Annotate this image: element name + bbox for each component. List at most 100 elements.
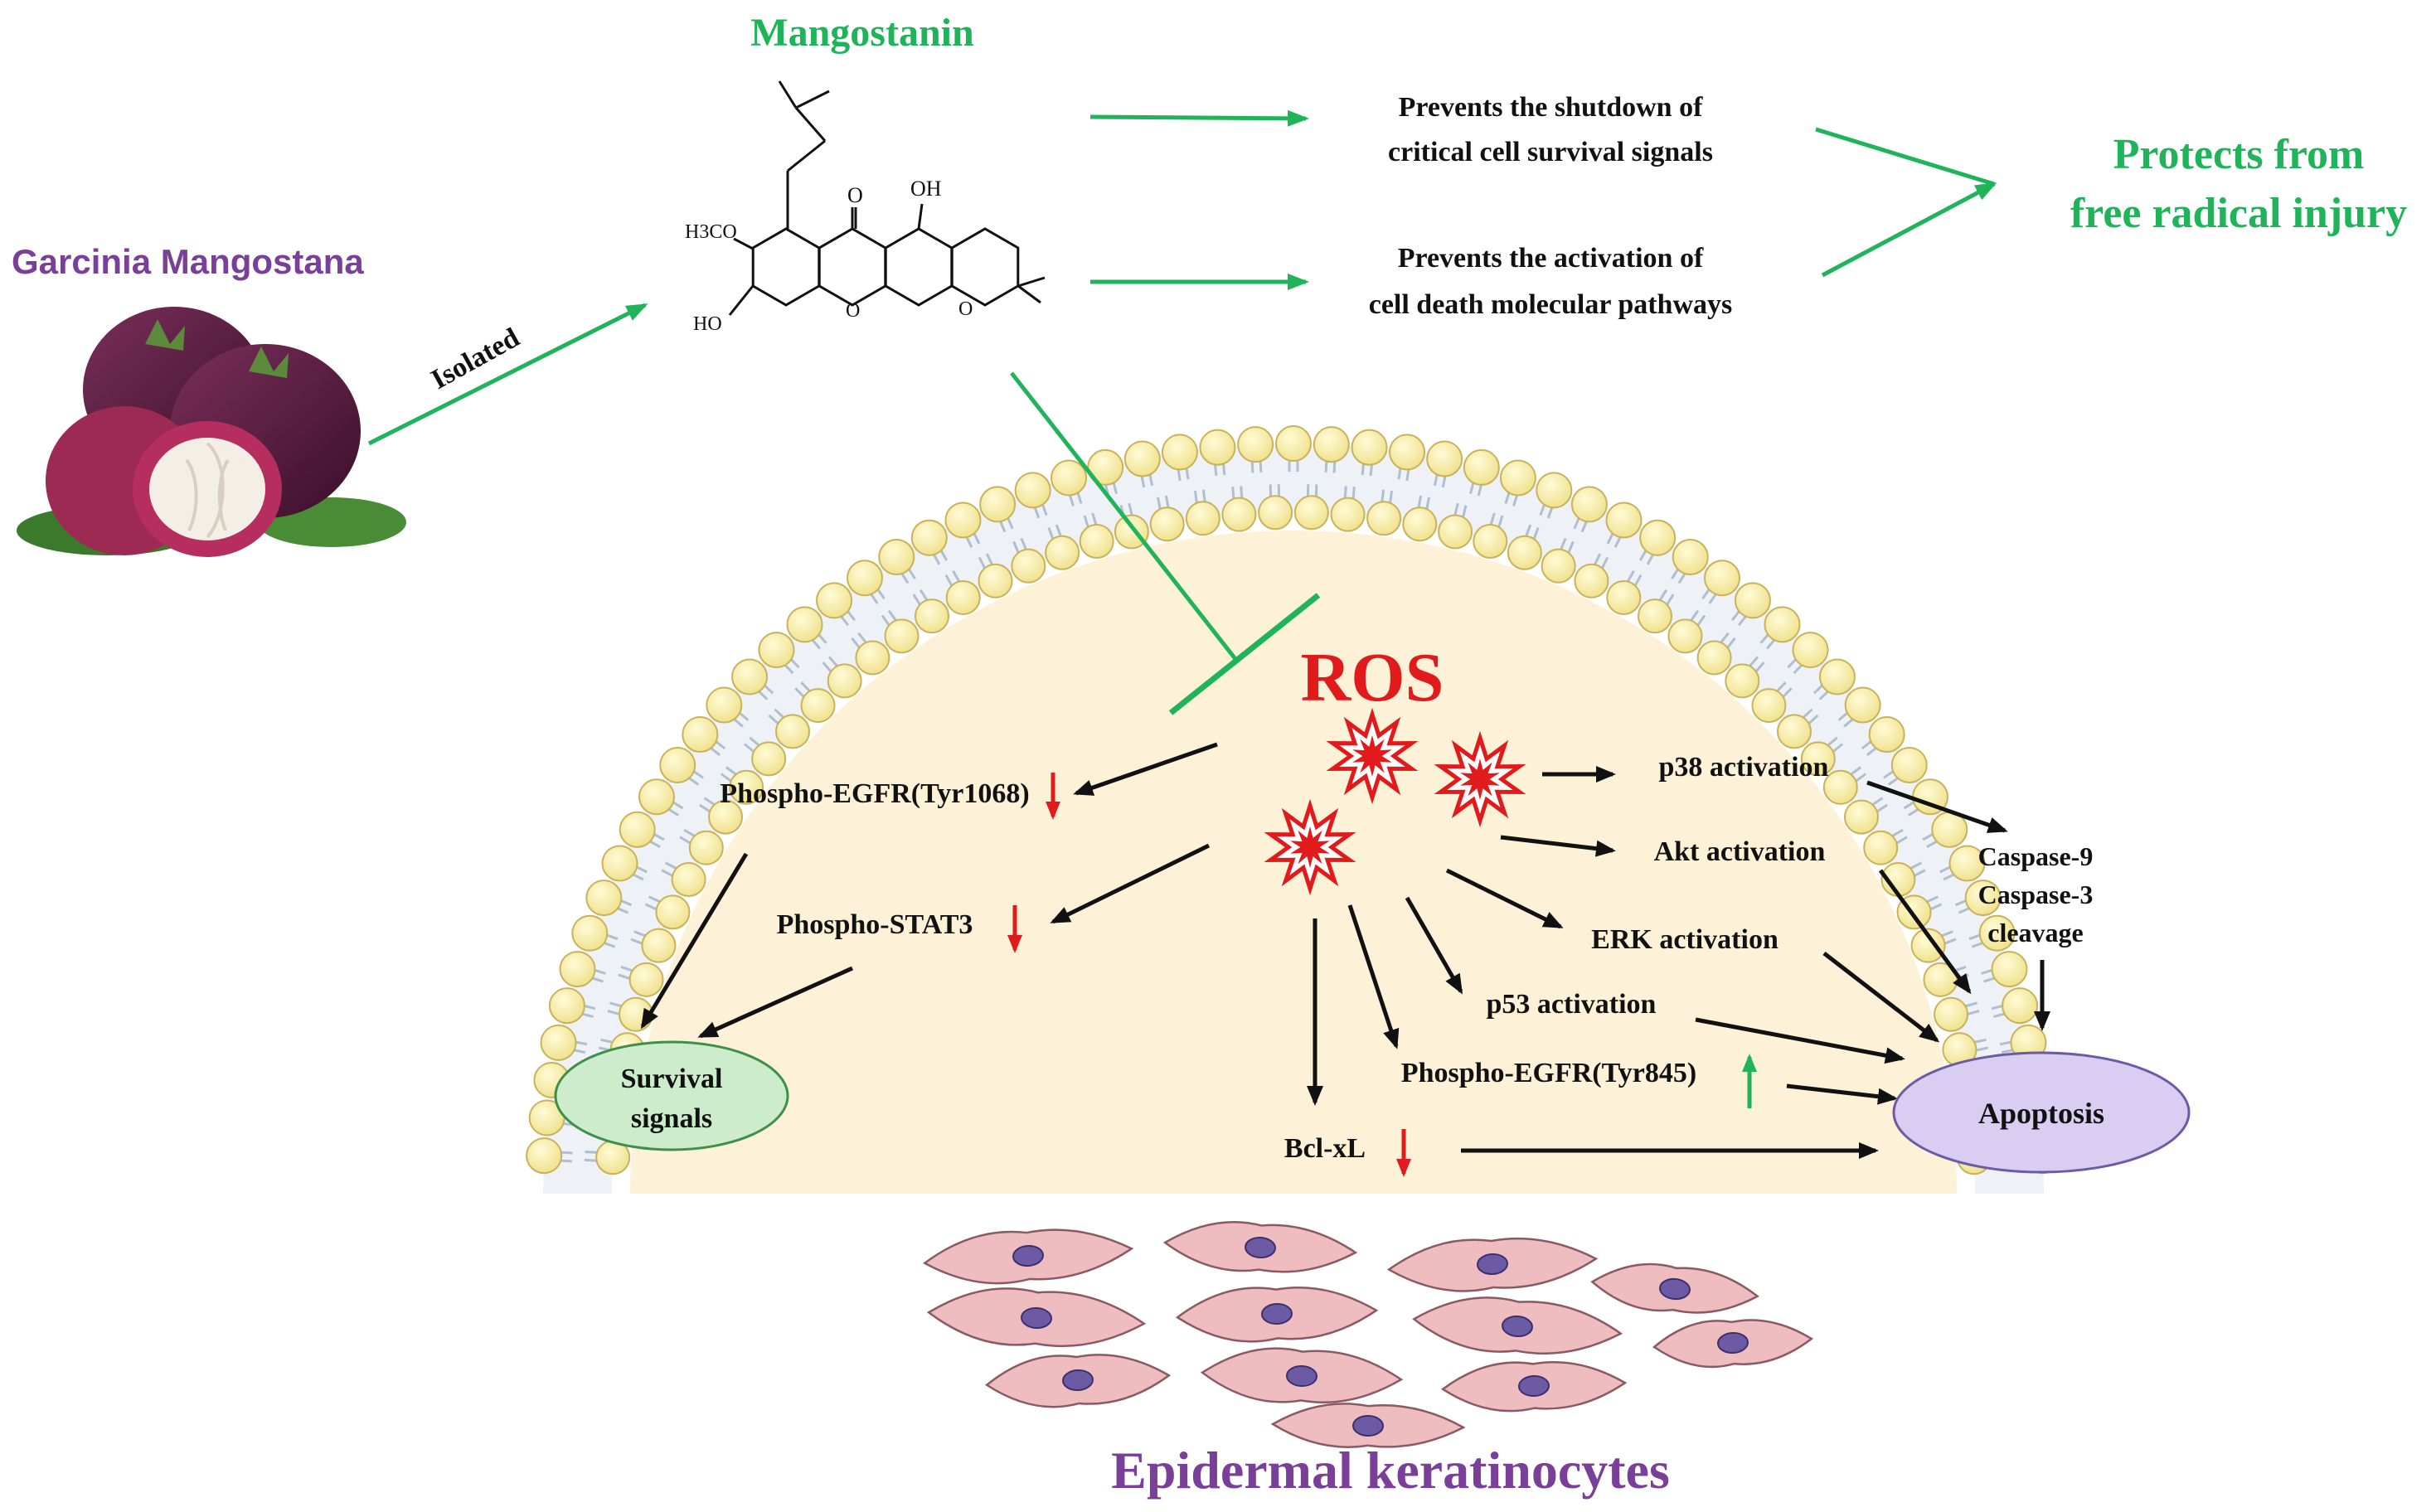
lipid-head	[1948, 845, 1986, 882]
lipid-head	[1473, 523, 1508, 559]
survival-signals-node: Survival signals	[554, 1040, 789, 1151]
lipid-head	[1221, 497, 1257, 532]
caspase-line3: cleavage	[1987, 918, 2084, 947]
lipid-head	[526, 1137, 563, 1175]
ros-burst-icon	[1434, 730, 1526, 828]
akt-label: Akt activation	[1654, 836, 1826, 867]
lipid-head	[1800, 741, 1836, 777]
lipid-head	[1499, 459, 1536, 497]
nucleus	[1261, 1302, 1293, 1325]
lipid-head	[855, 640, 890, 676]
effect2-line2: cell death molecular pathways	[1369, 289, 1733, 320]
lipid-head	[628, 962, 664, 997]
keratinocyte-cell	[1590, 1262, 1759, 1314]
outcome-line1: Protects from	[2113, 131, 2365, 178]
converge-line-bottom	[1821, 182, 1997, 278]
effect1-line2: critical cell survival signals	[1388, 137, 1713, 167]
ros-bursts	[1264, 707, 1526, 896]
egfr1068-to-survival	[640, 852, 749, 1030]
lipid-head	[1351, 429, 1388, 466]
lipid-head	[688, 830, 724, 865]
p38-to-caspase	[1866, 780, 2008, 833]
lipid-head	[945, 579, 981, 615]
mol-oh-top: OH	[910, 177, 942, 201]
lipid-head	[1161, 434, 1198, 471]
lipid-head	[655, 894, 691, 930]
caspase-line2: Caspase-3	[1978, 880, 2094, 909]
lipid-head	[671, 861, 706, 897]
converge-line-top	[1815, 127, 1995, 187]
lipid-head	[847, 560, 884, 597]
caspase-line1: Caspase-9	[1978, 841, 2094, 871]
lipid-head	[914, 598, 949, 634]
isolated-arrow	[367, 303, 648, 446]
lipid-head	[1764, 606, 1801, 643]
lipid-head	[548, 987, 585, 1025]
keratinocyte-cell	[1270, 1403, 1466, 1448]
apoptosis-node: Apoptosis	[1892, 1051, 2191, 1174]
nucleus	[1518, 1374, 1550, 1398]
lipid-head	[751, 741, 787, 777]
akt-to-apoptosis	[1878, 869, 1972, 995]
lipid-head	[1258, 495, 1293, 531]
lipid-head	[944, 502, 982, 539]
lipid-head	[1438, 514, 1473, 550]
lipid-head	[1863, 830, 1899, 865]
ros-to-akt	[1500, 835, 1616, 857]
lipid-head	[1639, 519, 1677, 556]
nucleus	[1352, 1414, 1384, 1437]
lipid-head	[1570, 486, 1608, 523]
lipid-head	[1606, 579, 1642, 615]
lipid-head	[1011, 548, 1046, 584]
stat3-label: Phospho-STAT3	[777, 909, 973, 940]
egfr845-to-apoptosis	[1786, 1083, 1898, 1105]
ros-burst-icon	[1264, 798, 1356, 896]
nucleus	[1502, 1315, 1533, 1338]
lipid-head	[1667, 618, 1703, 654]
lipid-head	[729, 769, 764, 805]
lipid-head	[1725, 663, 1760, 699]
lipid-head	[1079, 523, 1114, 559]
lipid-head	[2002, 987, 2039, 1025]
lipid-head	[1703, 560, 1740, 597]
lipid-head	[1045, 535, 1080, 570]
ros-to-egfr845	[1347, 904, 1400, 1049]
keratinocyte-cell	[926, 1287, 1147, 1348]
lipid-head	[1672, 538, 1709, 575]
nucleus	[1717, 1331, 1749, 1354]
lipid-head	[1844, 686, 1881, 724]
bclxl-label: Bcl-xL	[1284, 1133, 1366, 1164]
keratinocytes-label: Epidermal keratinocytes	[1111, 1441, 1670, 1500]
lipid-head	[641, 928, 677, 963]
lipid-head	[1366, 501, 1402, 536]
lipid-head	[559, 951, 596, 988]
lipid-head	[1890, 747, 1928, 784]
lipid-head	[1964, 880, 2002, 917]
nucleus	[1286, 1364, 1317, 1388]
ros-to-egfr1068	[1073, 742, 1218, 796]
mangostanin-structure: OH O H3CO HO O O	[685, 80, 1046, 335]
lipid-head	[1313, 426, 1350, 463]
lipid-head	[1185, 501, 1220, 536]
ros-burst-icon	[1326, 707, 1419, 805]
lipid-head	[816, 582, 853, 619]
lipid-head	[708, 799, 744, 835]
inhibition-bar	[1168, 593, 1321, 715]
lipid-head	[585, 880, 623, 917]
lipid-head	[1605, 502, 1643, 539]
effect1-arrow	[1089, 109, 1309, 127]
lipid-head	[659, 747, 696, 784]
nucleus	[1245, 1236, 1276, 1259]
source-label: Garcinia Mangostana	[12, 242, 364, 281]
lipid-head	[775, 714, 811, 749]
lipid-head	[1536, 472, 1573, 509]
nucleus	[1062, 1369, 1094, 1392]
outcome-line2: free radical injury	[2070, 190, 2407, 237]
pathway-arrows	[640, 742, 2050, 1159]
lipid-head	[1991, 951, 2028, 988]
stat3-to-survival	[697, 966, 854, 1039]
egfr1068-label: Phospho-EGFR(Tyr1068)	[720, 778, 1029, 809]
lipid-head	[827, 663, 862, 699]
lipid-head	[638, 778, 675, 816]
lipid-head	[619, 811, 656, 848]
